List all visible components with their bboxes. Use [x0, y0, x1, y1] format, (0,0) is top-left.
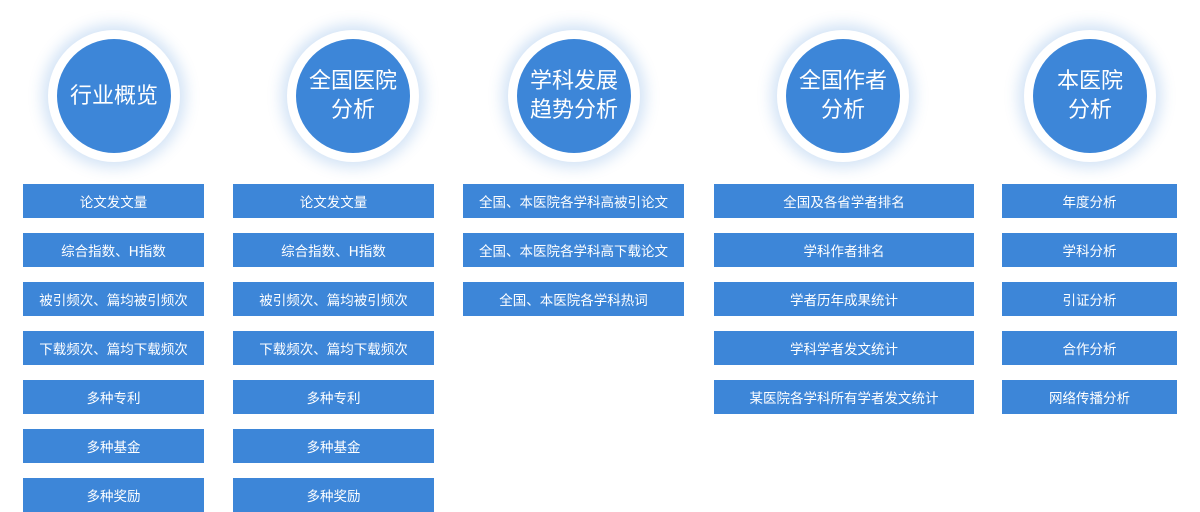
category-circle-this-hospital[interactable]: 本医院 分析: [1024, 30, 1156, 162]
menu-item-button[interactable]: 下载频次、篇均下载频次: [233, 331, 434, 365]
category-title: 行业概览: [69, 83, 158, 109]
menu-item-button[interactable]: 全国、本医院各学科高下载论文: [463, 233, 684, 267]
menu-item-button[interactable]: 多种专利: [233, 380, 434, 414]
menu-item-button[interactable]: 全国及各省学者排名: [714, 184, 974, 218]
category-circle-discipline-trend[interactable]: 学科发展 趋势分析: [508, 30, 640, 162]
menu-item-button[interactable]: 合作分析: [1002, 331, 1177, 365]
category-circle-inner: 全国医院 分析: [296, 39, 410, 153]
menu-item-button[interactable]: 综合指数、H指数: [233, 233, 434, 267]
category-circle-national-hospital[interactable]: 全国医院 分析: [287, 30, 419, 162]
category-circle-inner: 全国作者 分析: [786, 39, 900, 153]
menu-item-button[interactable]: 多种基金: [233, 429, 434, 463]
category-title: 全国作者 分析: [798, 69, 887, 123]
category-title: 学科发展 趋势分析: [529, 69, 618, 123]
menu-item-button[interactable]: 下载频次、篇均下载频次: [23, 331, 204, 365]
menu-item-button[interactable]: 全国、本医院各学科高被引论文: [463, 184, 684, 218]
menu-item-button[interactable]: 综合指数、H指数: [23, 233, 204, 267]
menu-item-button[interactable]: 论文发文量: [233, 184, 434, 218]
menu-item-button[interactable]: 学者历年成果统计: [714, 282, 974, 316]
category-circle-inner: 行业概览: [57, 39, 171, 153]
category-title: 全国医院 分析: [308, 69, 397, 123]
category-circle-inner: 学科发展 趋势分析: [517, 39, 631, 153]
menu-item-button[interactable]: 被引频次、篇均被引频次: [23, 282, 204, 316]
category-circle-national-author[interactable]: 全国作者 分析: [777, 30, 909, 162]
menu-item-button[interactable]: 学科学者发文统计: [714, 331, 974, 365]
menu-item-button[interactable]: 年度分析: [1002, 184, 1177, 218]
menu-item-button[interactable]: 论文发文量: [23, 184, 204, 218]
menu-item-button[interactable]: 引证分析: [1002, 282, 1177, 316]
menu-item-button[interactable]: 多种奖励: [233, 478, 434, 512]
category-circle-industry-overview[interactable]: 行业概览: [48, 30, 180, 162]
menu-item-button[interactable]: 全国、本医院各学科热词: [463, 282, 684, 316]
menu-item-button[interactable]: 某医院各学科所有学者发文统计: [714, 380, 974, 414]
category-circle-inner: 本医院 分析: [1033, 39, 1147, 153]
menu-item-button[interactable]: 学科分析: [1002, 233, 1177, 267]
menu-item-button[interactable]: 多种专利: [23, 380, 204, 414]
menu-item-button[interactable]: 多种奖励: [23, 478, 204, 512]
menu-item-button[interactable]: 学科作者排名: [714, 233, 974, 267]
menu-item-button[interactable]: 多种基金: [23, 429, 204, 463]
category-title: 本医院 分析: [1056, 69, 1123, 123]
menu-item-button[interactable]: 被引频次、篇均被引频次: [233, 282, 434, 316]
menu-item-button[interactable]: 网络传播分析: [1002, 380, 1177, 414]
